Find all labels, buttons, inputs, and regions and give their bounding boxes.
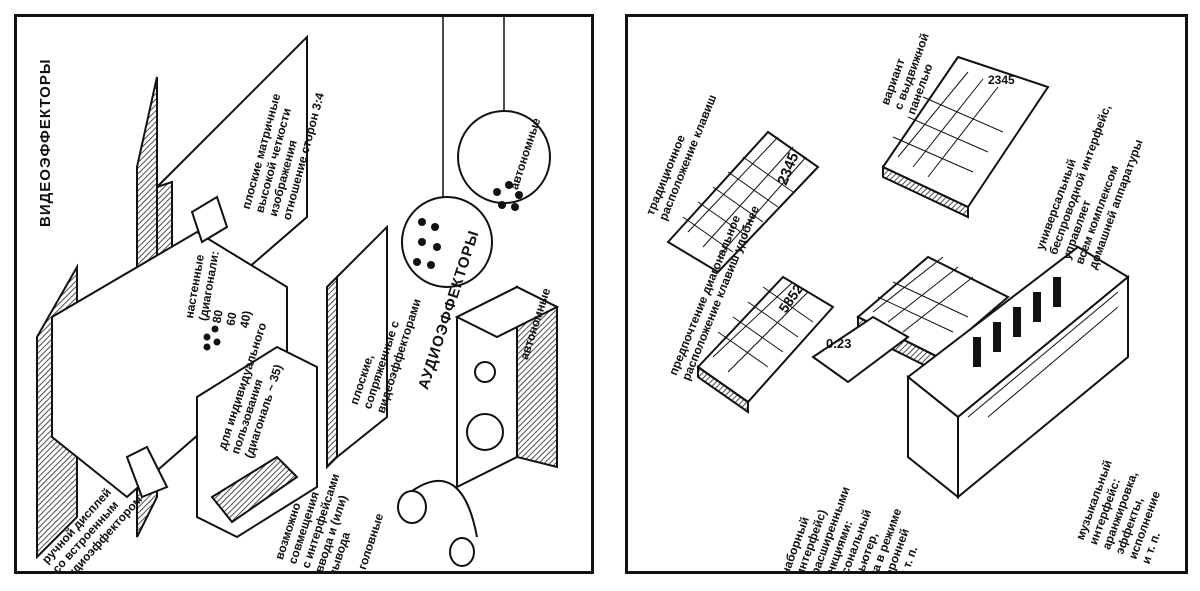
handheld-display xyxy=(125,445,169,499)
dial-interface-display: 0.23 xyxy=(826,336,852,351)
wall-screen-bracket xyxy=(190,195,229,244)
individual-screen-base xyxy=(210,455,299,524)
headphone-left-cup xyxy=(397,490,427,524)
right-illustration xyxy=(666,55,1130,500)
music-keyboard-body xyxy=(957,274,1129,500)
headphone-band xyxy=(411,480,478,538)
dial-interface xyxy=(811,315,910,384)
variant-remote-display: 2345 xyxy=(988,73,1015,87)
diagonal-keypad-side xyxy=(697,365,749,414)
headphone-right-cup xyxy=(449,537,475,567)
speaker-cone-small xyxy=(474,361,496,383)
flat-paired-speaker-shadow xyxy=(326,274,338,470)
wall-mounted-label: настенные (диагонали: 80 60 40) xyxy=(182,249,254,330)
autonomous-speaker-top xyxy=(454,285,560,339)
left-illustration xyxy=(36,17,560,567)
video-audio-effectors-panel: ВИДЕОЭФФЕКТОРЫ плоские матричные высокой… xyxy=(14,14,594,574)
speaker-cone-large xyxy=(466,413,504,451)
control-interfaces-panel: традиционное расположение клавиш 2345 пр… xyxy=(625,14,1188,574)
video-effectors-heading: ВИДЕОЭФФЕКТОРЫ xyxy=(37,58,54,227)
universal-remote-side xyxy=(882,165,969,219)
